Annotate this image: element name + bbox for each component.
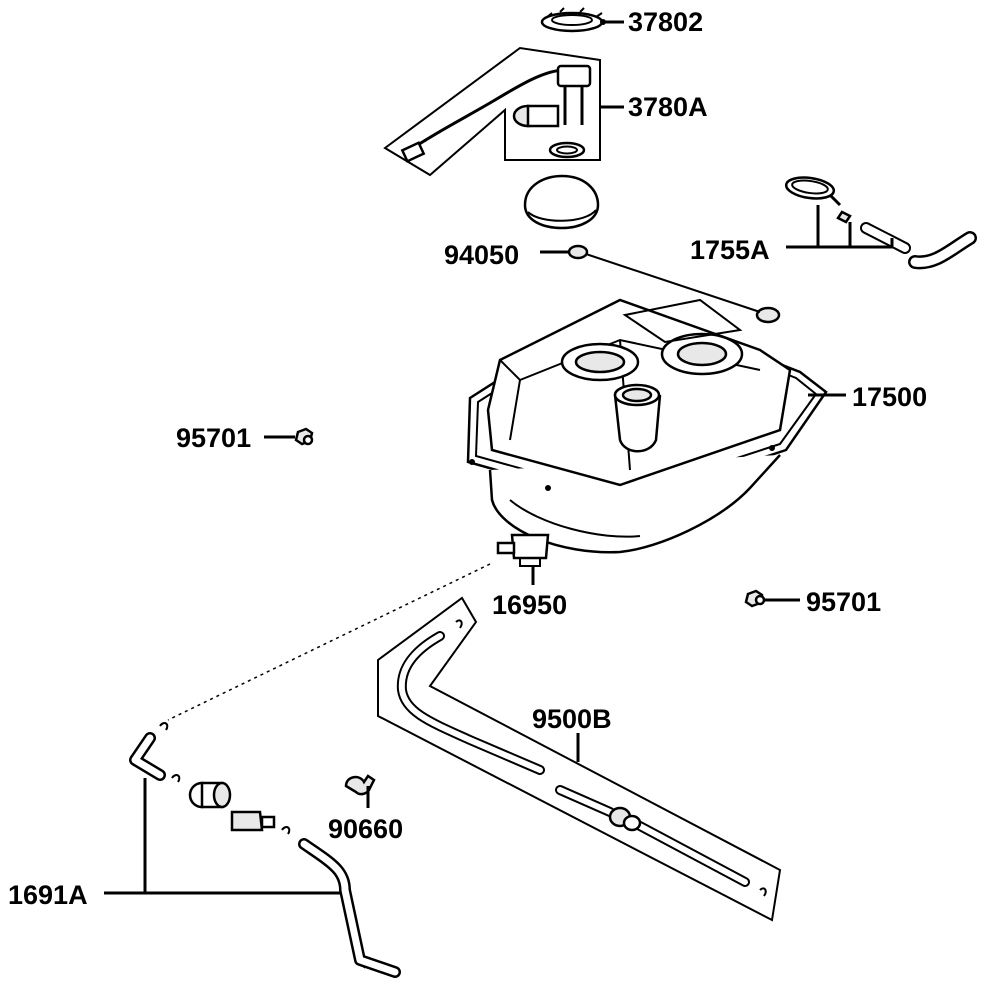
label-1755A: 1755A [690,235,770,265]
part-94050-nut [567,244,781,324]
label-37802: 37802 [628,7,703,37]
part-tank-cap [523,174,600,230]
part-9500B-hose-set [377,596,782,922]
part-16950-fuel-valve [496,533,550,567]
label-3780A: 3780A [628,92,708,122]
leader-1691A [104,778,340,895]
part-1691A-fuel-hose-filter [129,722,401,978]
part-95701-bolt-right [744,589,766,608]
label-9500B: 9500B [532,704,612,734]
part-37802-lock-ring [540,7,604,33]
label-16950: 16950 [492,590,567,620]
label-17500: 17500 [852,382,927,412]
label-95701-left: 95701 [176,423,251,453]
part-3780A-fuel-pump [383,46,601,177]
part-90660-clip [344,774,376,796]
part-1755A-hose-clamp [784,176,977,270]
label-95701-right: 95701 [806,587,881,617]
label-94050: 94050 [444,240,519,270]
label-1691A: 1691A [8,880,88,910]
part-95701-bolt-left [294,427,314,446]
leader-94050-b [585,253,761,313]
connection-line [167,563,491,721]
part-17500-fuel-tank [466,298,828,554]
leader-1755A [786,205,894,249]
label-90660: 90660 [328,814,403,844]
